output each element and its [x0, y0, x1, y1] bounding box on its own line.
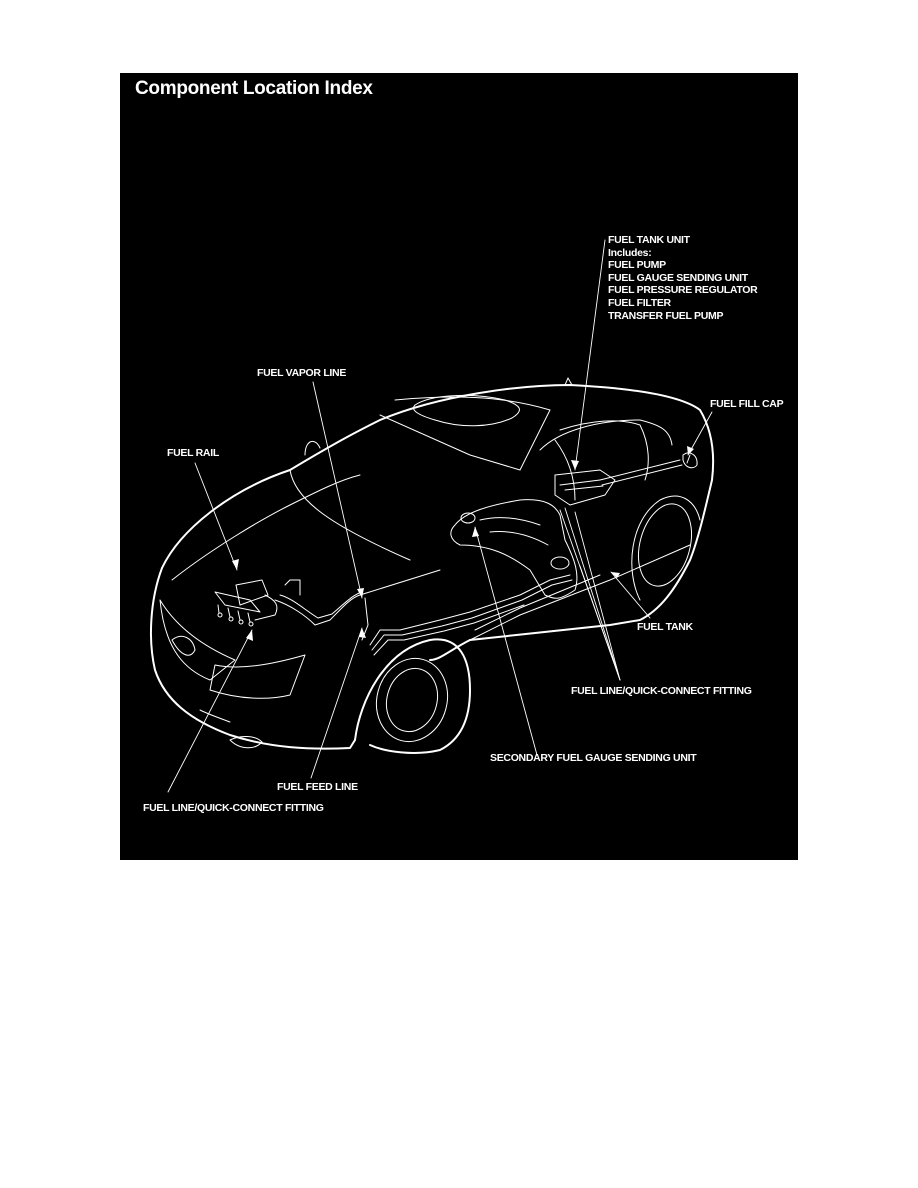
fuel-tank-unit-item: FUEL FILTER [608, 296, 671, 309]
label-fuel-line-quick-connect-front: FUEL LINE/QUICK-CONNECT FITTING [143, 802, 324, 814]
fuel-tank-unit-item: FUEL PUMP [608, 259, 666, 272]
label-fuel-tank-unit: FUEL TANK UNIT Includes: FUEL PUMP FUEL … [608, 234, 758, 322]
car-detail-lines [159, 377, 701, 749]
label-fuel-feed-line: FUEL FEED LINE [277, 781, 358, 793]
page-title: Component Location Index [135, 78, 373, 99]
label-fuel-vapor-line: FUEL VAPOR LINE [257, 367, 347, 379]
diagram-panel [120, 73, 798, 860]
leader-lines [167, 239, 713, 793]
fuel-tank-unit-heading: FUEL TANK UNIT [608, 234, 690, 246]
label-fuel-line-quick-connect-rear: FUEL LINE/QUICK-CONNECT FITTING [571, 685, 752, 697]
fuel-tank-unit-item: FUEL GAUGE SENDING UNIT [608, 271, 748, 284]
label-fuel-tank: FUEL TANK [637, 621, 693, 633]
label-fuel-fill-cap: FUEL FILL CAP [710, 398, 784, 410]
arrowheads [232, 446, 694, 641]
fuel-tank-shape [450, 459, 683, 599]
fuel-tank-unit-includes: Includes: [608, 246, 652, 259]
fuel-rail-assembly [214, 579, 363, 627]
fuel-tank-unit-item: TRANSFER FUEL PUMP [608, 309, 724, 322]
fuel-tank-unit-item: FUEL PRESSURE REGULATOR [608, 284, 758, 297]
label-secondary-fuel-gauge-sending-unit: SECONDARY FUEL GAUGE SENDING UNIT [490, 752, 697, 764]
fuel-lines [361, 574, 573, 656]
label-fuel-rail: FUEL RAIL [167, 447, 219, 459]
car-body-outline [149, 384, 715, 754]
